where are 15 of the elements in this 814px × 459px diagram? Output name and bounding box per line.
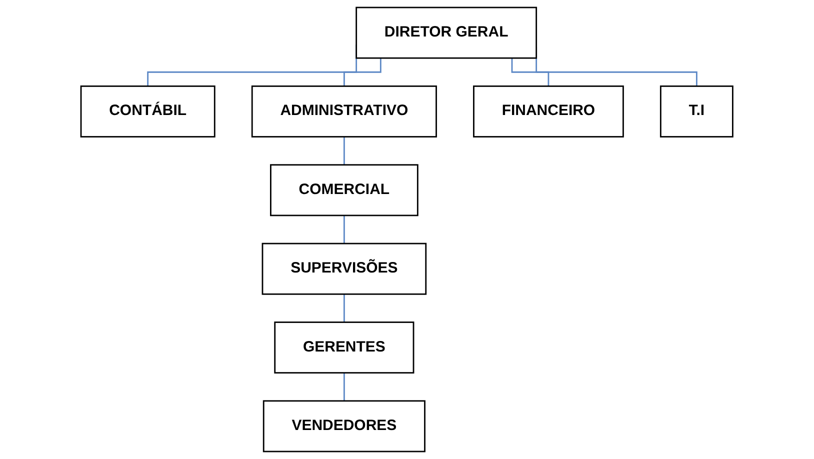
connector [344,58,382,87]
node-box: SUPERVISÕES [262,242,427,295]
node-box: ADMINISTRATIVO [252,85,438,138]
connector [344,294,346,323]
connector [344,136,346,166]
node-box: T.I [660,85,734,138]
connector [511,58,550,87]
connector [344,372,346,402]
node-box: FINANCEIRO [473,85,624,138]
node-box: CONTÁBIL [80,85,216,138]
node-box: COMERCIAL [270,164,419,216]
node-box: GERENTES [274,322,414,374]
connector [344,215,346,244]
node-box: VENDEDORES [263,400,426,452]
node-box: DIRETOR GERAL [356,6,538,59]
